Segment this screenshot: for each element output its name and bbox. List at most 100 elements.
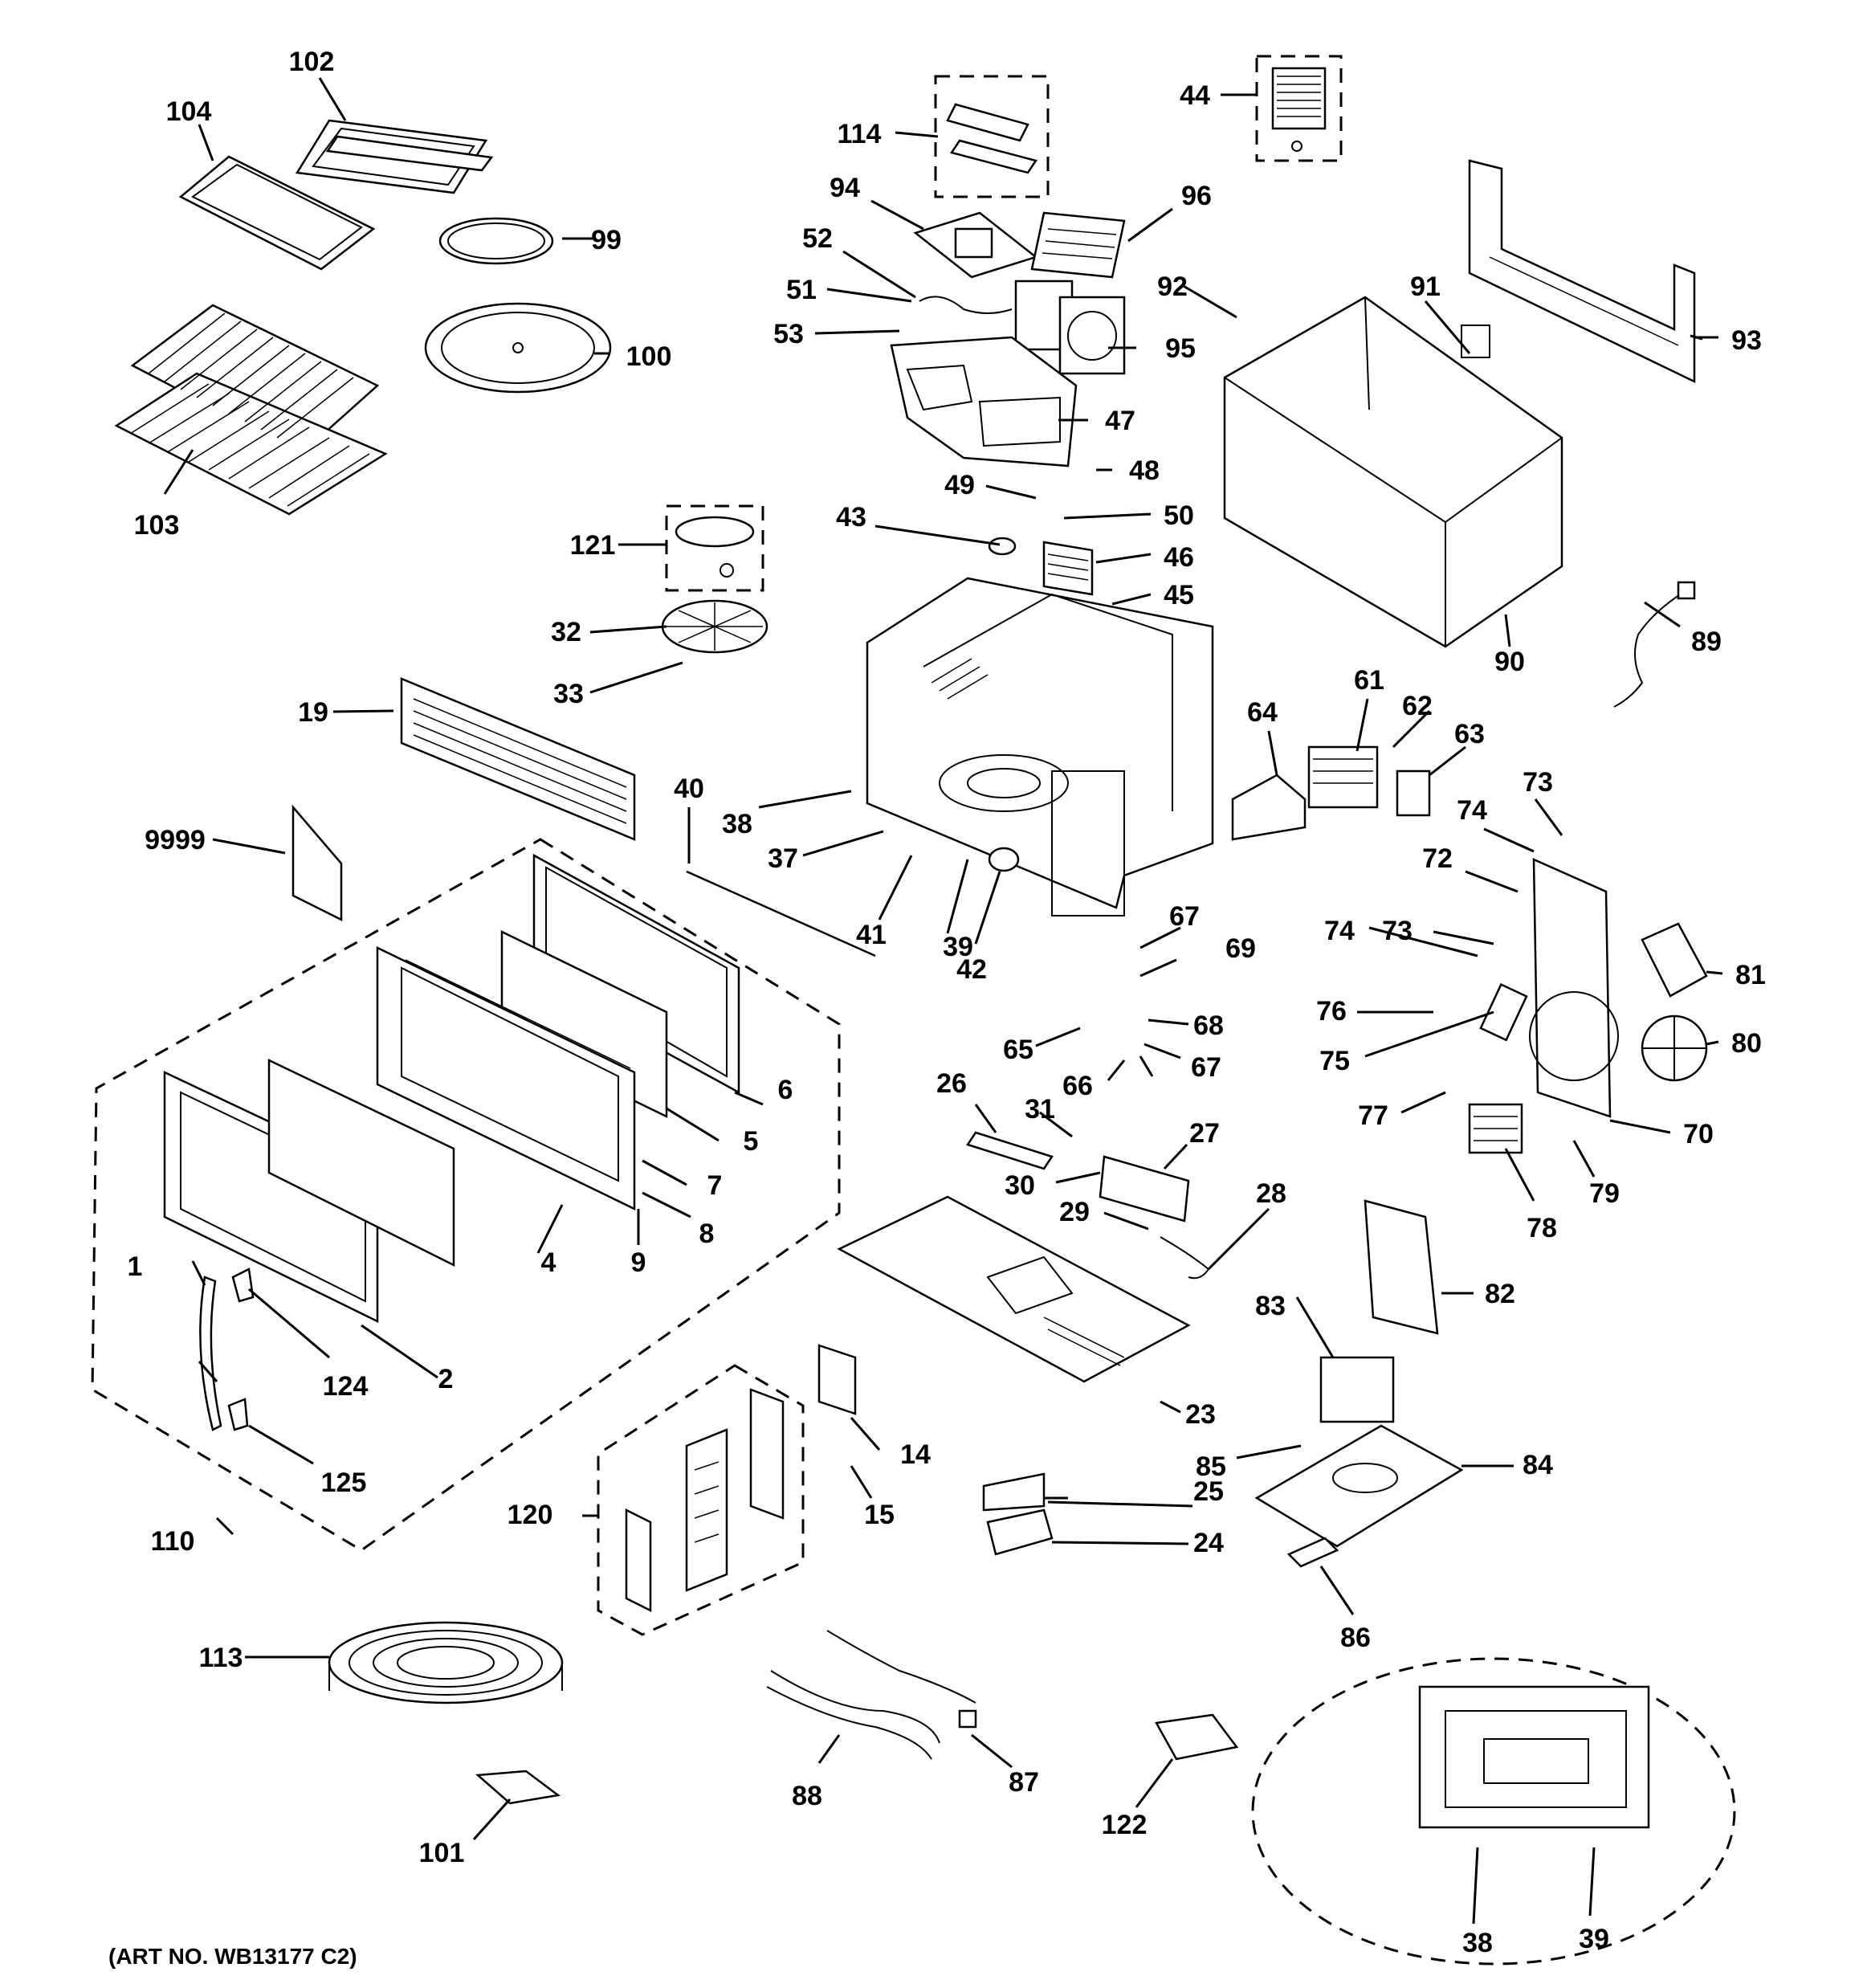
label-75: 75 xyxy=(1319,1046,1350,1076)
label-19: 19 xyxy=(298,697,328,728)
label-94: 94 xyxy=(830,173,860,203)
part-64-magnetron-bracket xyxy=(1231,774,1307,841)
label-9: 9 xyxy=(631,1247,646,1278)
label-78: 78 xyxy=(1527,1213,1557,1243)
label-92: 92 xyxy=(1157,271,1188,302)
label-95: 95 xyxy=(1165,333,1196,364)
part-47-blower-housing xyxy=(890,336,1078,467)
label-7: 7 xyxy=(707,1170,723,1201)
label-90: 90 xyxy=(1494,647,1525,677)
part-14-board xyxy=(817,1344,857,1415)
part-42-stirrer-motor xyxy=(988,847,1020,872)
part-94-blower-cover xyxy=(913,211,1038,279)
part-43-thermal-cutout xyxy=(988,537,1017,556)
label-23: 23 xyxy=(1185,1399,1216,1430)
part-4-door-panel xyxy=(376,946,636,1210)
label-121: 121 xyxy=(570,530,616,561)
label-5: 5 xyxy=(744,1126,759,1157)
part-102-grease-filter xyxy=(295,119,494,194)
label-53: 53 xyxy=(773,319,804,349)
leader-lines xyxy=(163,77,1723,1925)
label-44: 44 xyxy=(1180,80,1210,111)
label-38-inset: 38 xyxy=(1462,1928,1493,1958)
art-number: (ART NO. WB13177 C2) xyxy=(108,1944,357,1969)
part-9999-literature xyxy=(291,804,343,922)
label-67-upper: 67 xyxy=(1169,901,1200,932)
group-44-box xyxy=(1255,55,1343,162)
label-26: 26 xyxy=(936,1068,967,1099)
part-113-rack xyxy=(328,1621,564,1704)
label-52: 52 xyxy=(802,223,833,254)
part-cavity-assembly xyxy=(866,577,1214,916)
label-100: 100 xyxy=(626,341,672,372)
label-74-lower: 74 xyxy=(1324,916,1355,946)
label-8: 8 xyxy=(699,1219,715,1249)
label-28: 28 xyxy=(1256,1178,1286,1209)
part-52-wire xyxy=(919,296,1013,314)
label-24: 24 xyxy=(1193,1528,1224,1558)
part-103-oven-racks xyxy=(114,304,388,516)
part-80-fan-blade xyxy=(1641,1014,1708,1082)
label-66: 66 xyxy=(1062,1071,1093,1101)
label-93: 93 xyxy=(1731,325,1762,356)
label-89: 89 xyxy=(1691,627,1722,657)
part-84-base-bracket xyxy=(1254,1424,1464,1548)
label-124: 124 xyxy=(323,1371,369,1402)
label-73-lower: 73 xyxy=(1382,916,1413,946)
part-25-cover xyxy=(982,1472,1046,1512)
part-86-bracket xyxy=(1286,1537,1339,1568)
label-42: 42 xyxy=(956,954,987,985)
label-51: 51 xyxy=(786,275,817,305)
label-25: 25 xyxy=(1193,1476,1224,1507)
label-67-lower: 67 xyxy=(1191,1052,1221,1083)
part-100-turntable xyxy=(424,302,612,394)
label-120: 120 xyxy=(508,1500,553,1530)
label-15: 15 xyxy=(864,1500,895,1530)
label-70: 70 xyxy=(1683,1119,1714,1149)
label-104: 104 xyxy=(166,96,212,127)
part-6-door-frame xyxy=(532,853,740,1095)
label-125: 125 xyxy=(321,1468,367,1498)
part-61-magnetron xyxy=(1307,745,1379,809)
label-113: 113 xyxy=(199,1643,243,1673)
label-47: 47 xyxy=(1105,406,1135,436)
label-72: 72 xyxy=(1422,843,1453,874)
part-120-control-panel xyxy=(625,1388,785,1613)
label-103: 103 xyxy=(134,510,180,541)
label-68: 68 xyxy=(1193,1010,1224,1041)
label-4: 4 xyxy=(541,1247,556,1278)
part-95-fan-motor xyxy=(1014,280,1126,375)
part-inset-mounting-template xyxy=(1418,1685,1650,1829)
label-45: 45 xyxy=(1164,580,1194,610)
part-19-vent-grille xyxy=(400,677,636,841)
part-24-lens xyxy=(986,1508,1054,1556)
label-31: 31 xyxy=(1025,1094,1055,1125)
part-32-stirrer xyxy=(661,599,768,654)
label-77: 77 xyxy=(1358,1100,1388,1131)
group-inset-ellipse xyxy=(1251,1657,1736,1966)
label-84: 84 xyxy=(1523,1450,1553,1480)
label-30: 30 xyxy=(1005,1170,1035,1201)
part-26-bracket xyxy=(966,1131,1054,1170)
label-87: 87 xyxy=(1009,1767,1039,1798)
part-labels: 102 104 99 100 103 114 44 94 96 52 51 53… xyxy=(128,47,1766,1958)
group-114-box xyxy=(934,75,1050,198)
label-9999: 9999 xyxy=(145,825,206,855)
label-32: 32 xyxy=(551,617,581,647)
label-62: 62 xyxy=(1402,691,1433,721)
label-1: 1 xyxy=(128,1251,143,1282)
label-33: 33 xyxy=(553,679,584,709)
label-2: 2 xyxy=(438,1364,454,1394)
label-73-upper: 73 xyxy=(1523,767,1553,798)
label-122: 122 xyxy=(1102,1810,1148,1840)
part-75-capacitor xyxy=(1479,982,1528,1042)
label-64: 64 xyxy=(1247,697,1278,728)
label-37: 37 xyxy=(768,843,798,874)
part-27-transformer xyxy=(1099,1155,1190,1223)
label-85: 85 xyxy=(1196,1451,1226,1482)
label-39-main: 39 xyxy=(943,932,973,962)
label-80: 80 xyxy=(1731,1028,1762,1059)
part-124-latch xyxy=(231,1268,255,1303)
part-99-roller-ring xyxy=(438,217,554,265)
